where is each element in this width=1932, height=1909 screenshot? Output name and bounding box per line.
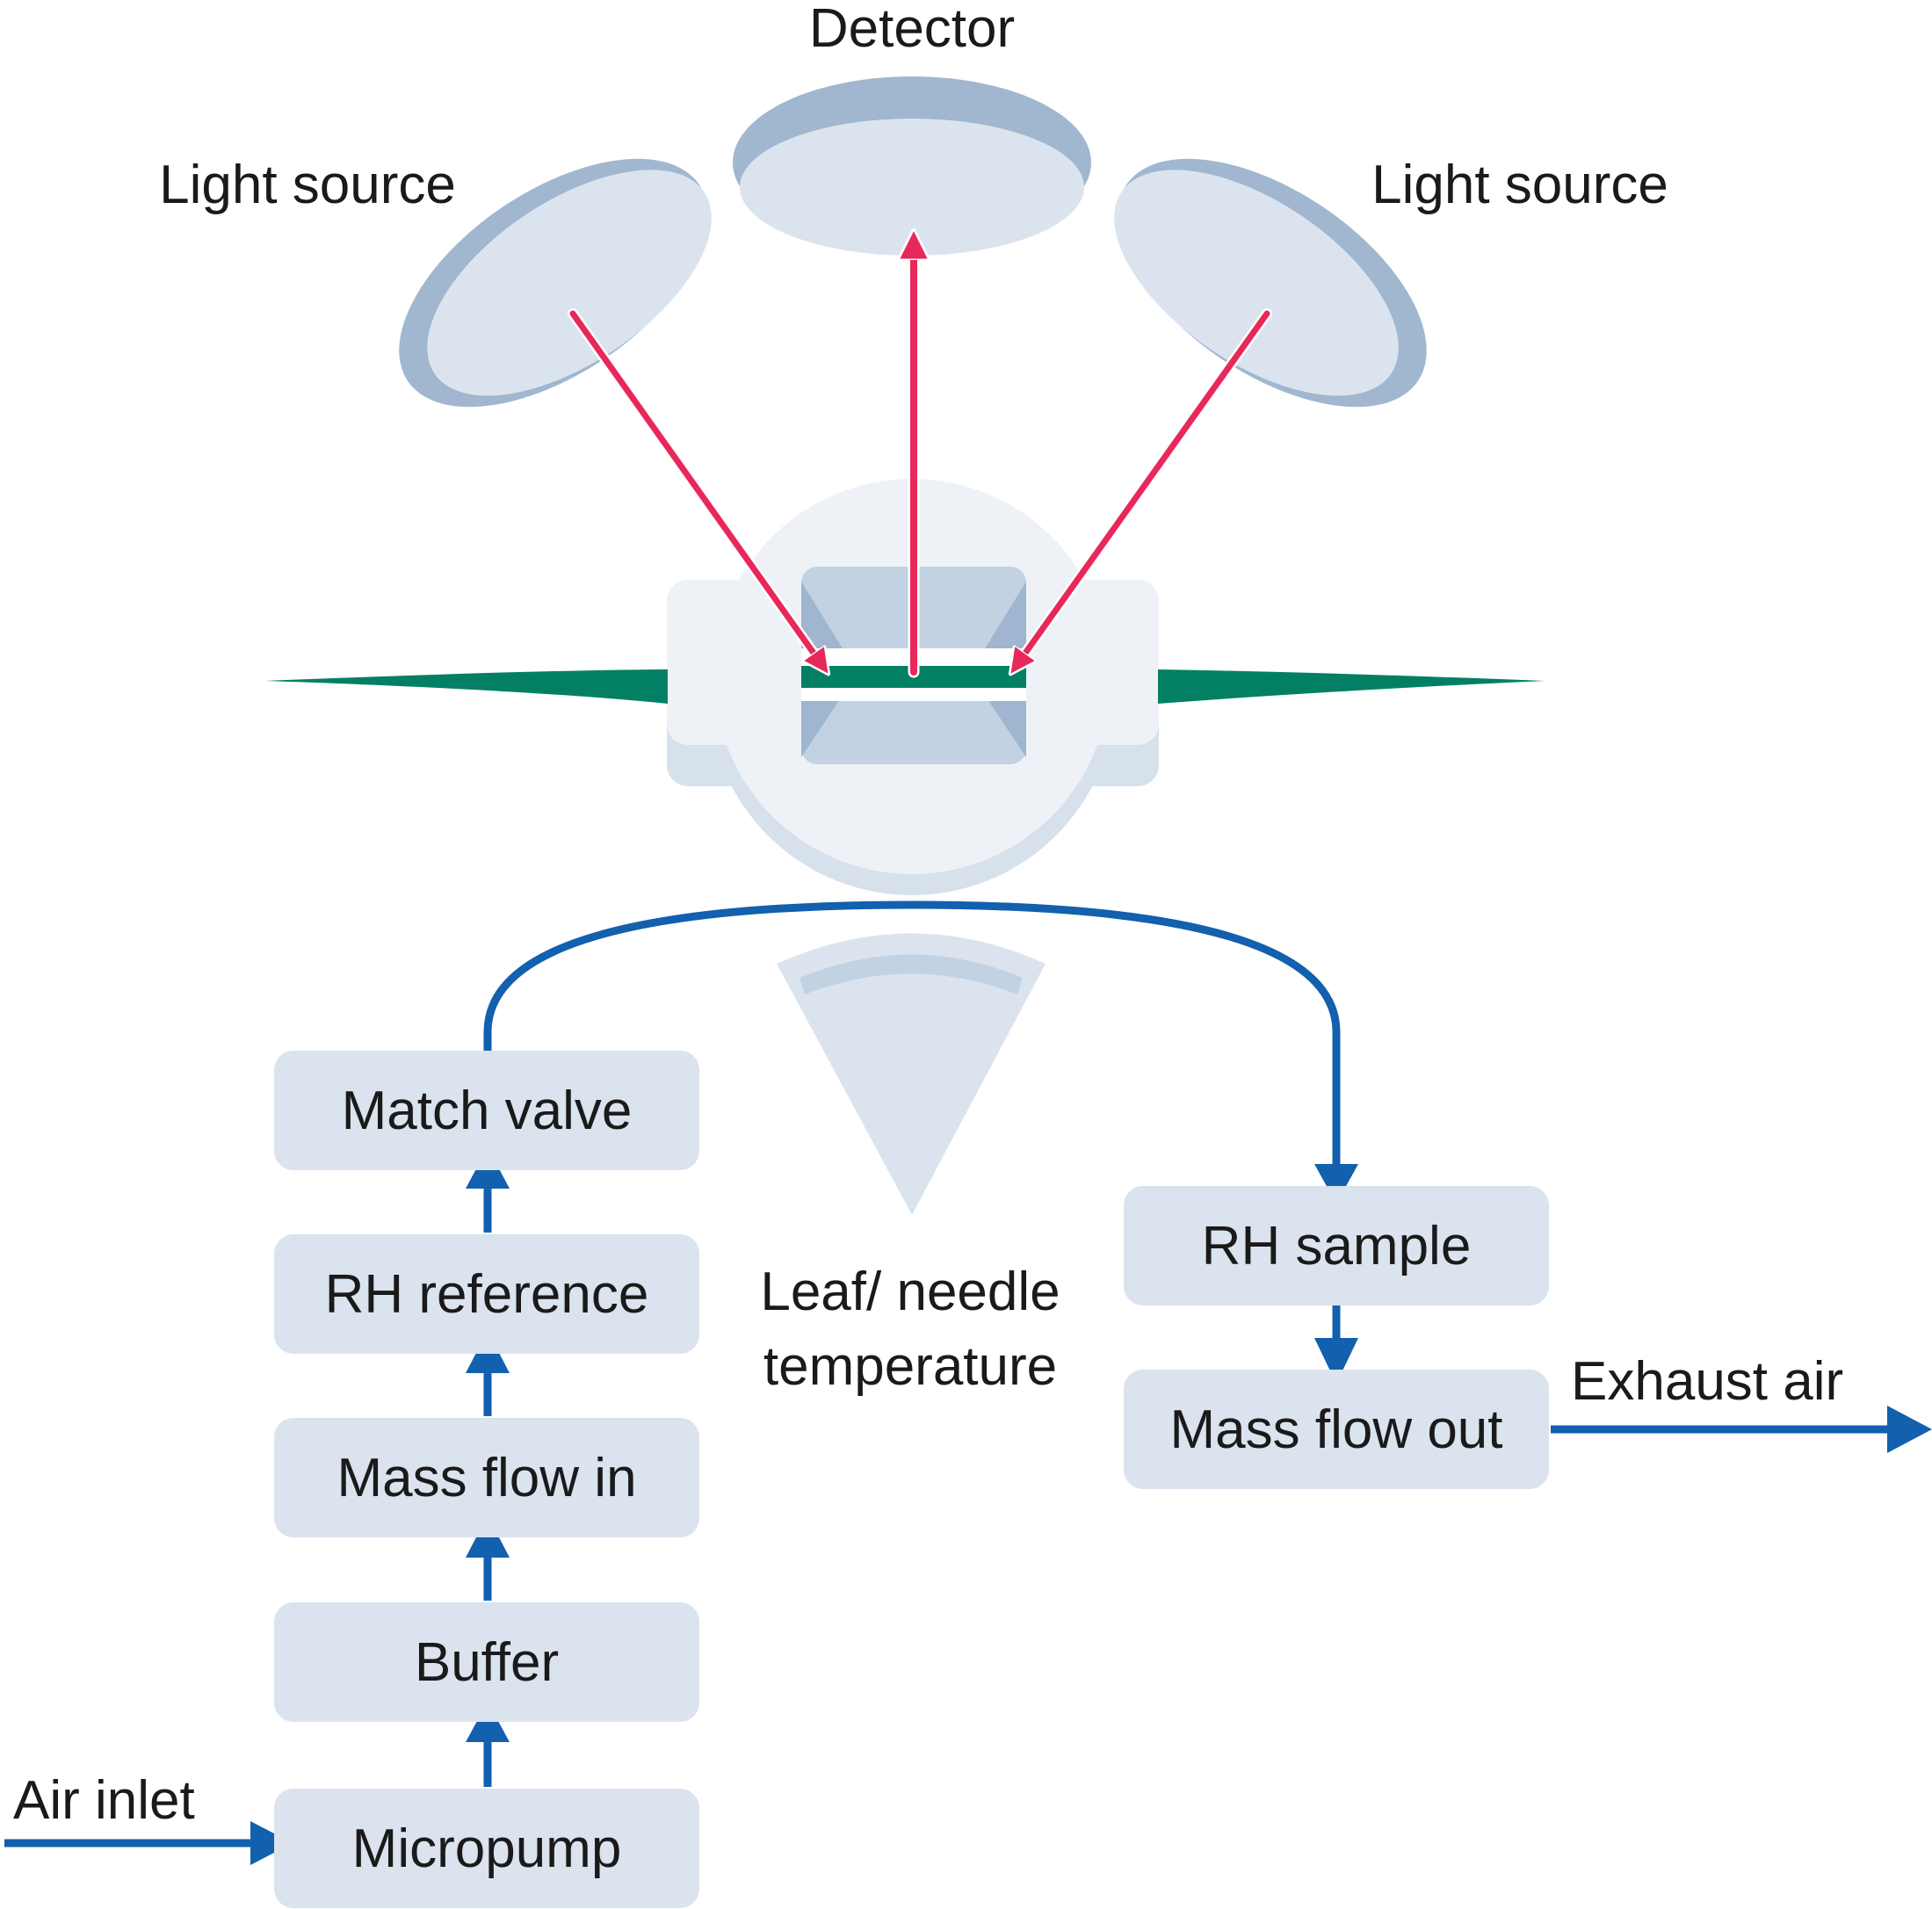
air-flow-lines [4,900,1889,1848]
detector-lens [733,76,1091,256]
light-rays [568,244,1272,678]
tube-loop [483,900,1341,1168]
temperature-sensor-cone [777,933,1046,1215]
light-source-right-label: Light source [1371,155,1668,215]
micropump-box: Micropump [274,1789,699,1908]
arrow-air-inlet [250,1821,293,1865]
arrow-into-rh-sample [1314,1164,1358,1204]
mass-flow-out-box: Mass flow out [1124,1370,1549,1489]
arrow-into-mass-flow-out [1314,1338,1358,1384]
rh-sample-box: RH sample [1124,1186,1549,1305]
arrow-into-buffer [466,1702,510,1742]
exhaust-air-label: Exhaust air [1571,1351,1844,1412]
leaf-blade [265,669,1545,704]
rh-reference-box: RH reference [274,1234,699,1354]
light-source-right-lens [1114,158,1427,408]
leaf-temperature-label-line2: temperature [763,1336,1058,1397]
light-source-left-lens [399,158,712,408]
leaf-temperature-label-line1: Leaf/ needle [760,1262,1060,1322]
detector-label: Detector [808,0,1016,59]
light-source-left-label: Light source [159,155,456,215]
air-inlet-label: Air inlet [13,1770,195,1831]
buffer-box: Buffer [274,1602,699,1722]
mass-flow-in-box: Mass flow in [274,1418,699,1537]
arrow-exhaust [1887,1406,1932,1453]
match-valve-box: Match valve [274,1051,699,1170]
